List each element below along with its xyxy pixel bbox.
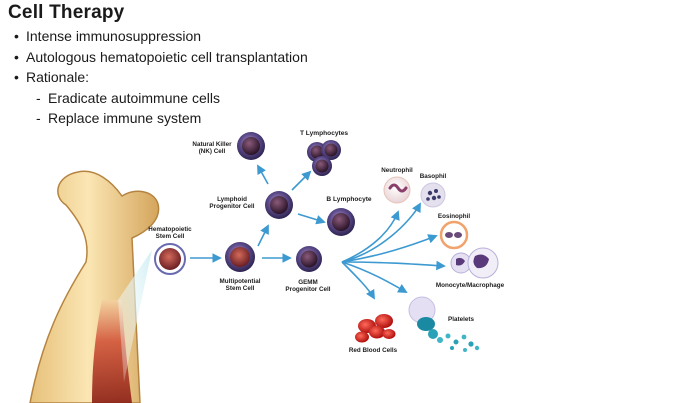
label-nk-2: (NK) Cell bbox=[199, 148, 226, 155]
lymphoid-progenitor-cell: Lymphoid Progenitor Cell bbox=[209, 191, 293, 219]
bullet-dash: - bbox=[36, 110, 41, 126]
label-red-blood-cells: Red Blood Cells bbox=[349, 347, 398, 354]
label-stem-cell-1: Hematopoietic bbox=[148, 226, 192, 233]
label-t-lymphocytes: T Lymphocytes bbox=[300, 130, 348, 137]
magnification-beam bbox=[118, 250, 152, 382]
bullet-item: • Autologous hematopoietic cell transplan… bbox=[14, 47, 308, 68]
label-multipotential-1: Multipotential bbox=[220, 278, 261, 285]
label-b-lymphocyte: B Lymphocyte bbox=[326, 196, 372, 203]
platelets: Platelets bbox=[408, 296, 480, 352]
neutrophil: Neutrophil bbox=[381, 167, 413, 204]
label-lymphoid-1: Lymphoid bbox=[217, 196, 247, 203]
bullet-list: • Intense immunosuppression • Autologous h… bbox=[14, 26, 308, 129]
label-platelets: Platelets bbox=[448, 316, 474, 323]
label-gemm-1: GEMM bbox=[298, 279, 318, 286]
arrows bbox=[190, 164, 446, 300]
nk-cell: Natural Killer (NK) Cell bbox=[192, 132, 265, 160]
sub-bullet-text: Eradicate autoimmune cells bbox=[48, 89, 220, 106]
label-gemm-2: Progenitor Cell bbox=[285, 286, 330, 293]
hematopoietic-stem-cell: Hematopoietic Stem Cell bbox=[148, 226, 192, 275]
bone-illustration bbox=[29, 170, 160, 403]
bullet-text: Autologous hematopoietic cell transplant… bbox=[26, 48, 308, 65]
label-basophil: Basophil bbox=[420, 173, 447, 180]
label-nk-1: Natural Killer bbox=[192, 141, 232, 148]
monocyte-macrophage: Monocyte/Macrophage bbox=[436, 247, 505, 289]
bullet-item: • Intense immunosuppression bbox=[14, 26, 308, 47]
bullet-dot: • bbox=[14, 48, 19, 65]
label-lymphoid-2: Progenitor Cell bbox=[209, 203, 254, 210]
slide-title: Cell Therapy bbox=[8, 2, 125, 23]
bullet-dot: • bbox=[14, 28, 19, 44]
label-multipotential-2: Stem Cell bbox=[226, 285, 255, 292]
eosinophil: Eosinophil bbox=[438, 213, 470, 250]
b-lymphocyte: B Lymphocyte bbox=[326, 196, 372, 236]
label-eosinophil: Eosinophil bbox=[438, 213, 470, 220]
label-stem-cell-2: Stem Cell bbox=[156, 233, 185, 240]
t-lymphocytes: T Lymphocytes bbox=[300, 130, 348, 176]
basophil: Basophil bbox=[420, 173, 447, 208]
bullet-text: Intense immunosuppression bbox=[26, 28, 202, 44]
label-monocyte: Monocyte/Macrophage bbox=[436, 282, 505, 289]
red-blood-cells: Red Blood Cells bbox=[349, 314, 398, 354]
bullet-dot: • bbox=[14, 69, 19, 85]
multipotential-stem-cell: Multipotential Stem Cell bbox=[220, 242, 261, 292]
bullet-text: Rationale: bbox=[26, 69, 90, 85]
gemm-progenitor-cell: GEMM Progenitor Cell bbox=[285, 246, 331, 293]
sub-bullet-item: -Replace immune system bbox=[14, 108, 308, 129]
label-neutrophil: Neutrophil bbox=[381, 167, 413, 174]
sub-bullet-text: Replace immune system bbox=[48, 110, 202, 126]
bullet-item: • Rationale: bbox=[14, 67, 308, 88]
sub-bullet-item: -Eradicate autoimmune cells bbox=[14, 88, 308, 109]
bullet-dash: - bbox=[36, 89, 41, 106]
